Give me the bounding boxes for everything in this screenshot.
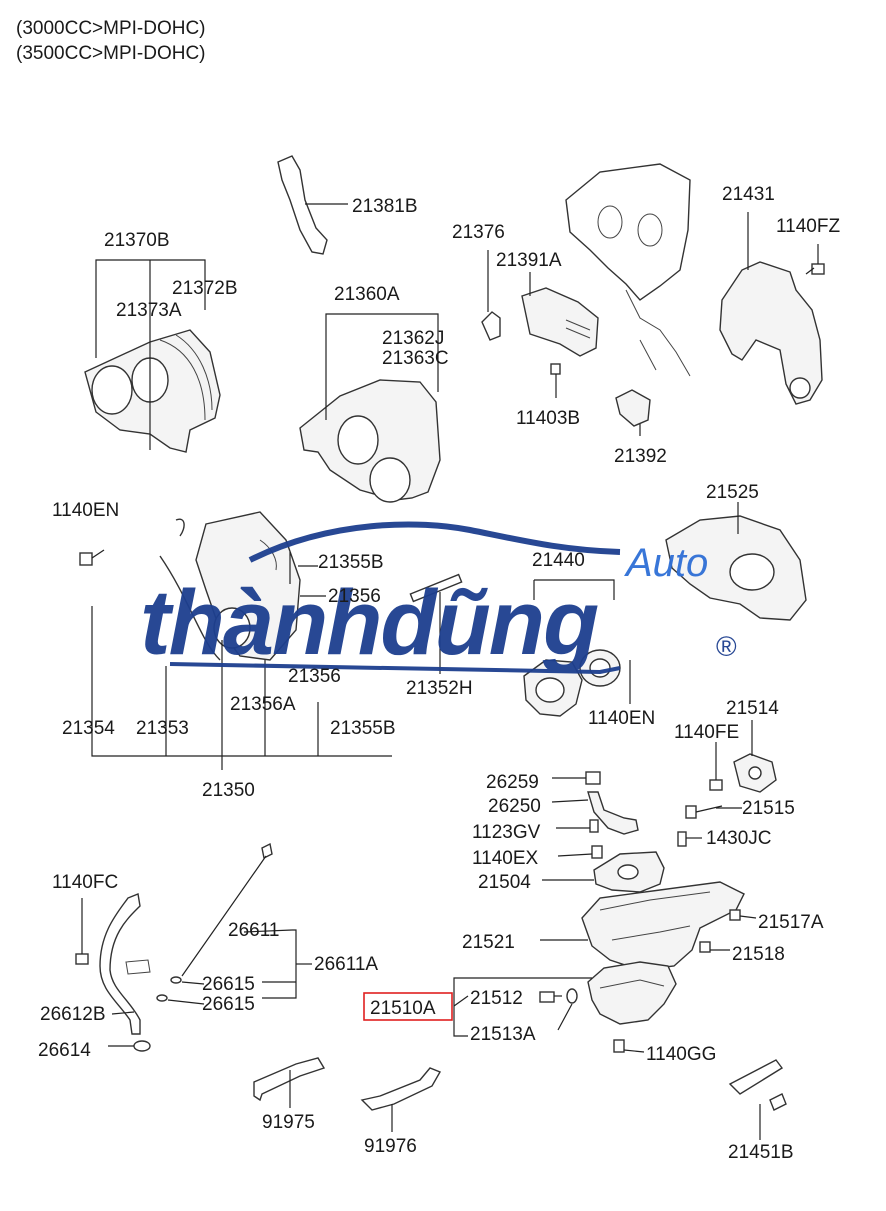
label-21370B[interactable]: 21370B [104, 230, 170, 251]
part-21360A-drawing [299, 313, 441, 503]
part-21525-drawing [665, 502, 807, 621]
part-21431-drawing [719, 212, 825, 405]
label-21514[interactable]: 21514 [726, 698, 779, 719]
part-91975-drawing [253, 1057, 326, 1108]
header-line-1: (3000CC>MPI-DOHC) [16, 18, 206, 39]
highlight-box-21510A [363, 992, 453, 1021]
part-26611-drawing [156, 842, 312, 1005]
label-26615-b[interactable]: 26615 [202, 994, 255, 1015]
part-21451B-drawing [728, 1059, 787, 1140]
label-21372B[interactable]: 21372B [172, 278, 238, 299]
part-21440-drawing [523, 579, 631, 717]
header-line-2: (3500CC>MPI-DOHC) [16, 43, 206, 64]
bolt-21517A-drawing [729, 909, 757, 921]
part-21376-drawing [481, 250, 501, 341]
bolt-1140GG-drawing [613, 1039, 645, 1053]
bolt-1140FE-drawing [709, 742, 723, 791]
label-21355B-top[interactable]: 21355B [318, 552, 384, 573]
bolt-1140FC-drawing [75, 898, 89, 965]
watermark-registered: ® [716, 631, 737, 662]
part-11403B-drawing [550, 363, 561, 398]
part-26250-drawing [551, 771, 639, 835]
label-26259[interactable]: 26259 [486, 772, 539, 793]
label-91975[interactable]: 91975 [262, 1112, 315, 1133]
label-1140FE[interactable]: 1140FE [674, 722, 739, 743]
label-21504[interactable]: 21504 [478, 872, 531, 893]
bolt-21518-drawing [699, 941, 730, 953]
part-21504-drawing [542, 851, 665, 893]
label-26615-a[interactable]: 26615 [202, 974, 255, 995]
label-21354[interactable]: 21354 [62, 718, 115, 739]
label-21356A[interactable]: 21356A [230, 694, 296, 715]
bolt-1140FZ-drawing [805, 244, 825, 275]
label-26611A[interactable]: 26611A [314, 954, 378, 975]
label-26612B[interactable]: 26612B [40, 1004, 106, 1025]
label-21392[interactable]: 21392 [614, 446, 667, 467]
label-21381B[interactable]: 21381B [352, 196, 418, 217]
label-26250[interactable]: 26250 [488, 796, 541, 817]
label-21515[interactable]: 21515 [742, 798, 795, 819]
watermark-logo: thànhdũng Auto ® [140, 521, 737, 675]
part-21521-drawing [540, 881, 757, 971]
label-1140FC[interactable]: 1140FC [52, 872, 118, 893]
label-1140EN-left[interactable]: 1140EN [52, 500, 119, 521]
label-21376[interactable]: 21376 [452, 222, 505, 243]
watermark-underline [169, 662, 621, 675]
label-21356-top[interactable]: 21356 [328, 586, 381, 607]
label-21512[interactable]: 21512 [470, 988, 523, 1009]
label-26614[interactable]: 26614 [38, 1040, 91, 1061]
part-21370B-drawing [84, 259, 221, 453]
drain-plug-21512-drawing [539, 991, 562, 1003]
part-91976-drawing [360, 1067, 442, 1132]
label-21431[interactable]: 21431 [722, 184, 775, 205]
gasket-21513A-drawing [557, 988, 578, 1031]
label-21353[interactable]: 21353 [136, 718, 189, 739]
bolt-1140EX-drawing [557, 845, 603, 859]
part-21510A-drawing [453, 961, 677, 1053]
label-1430JC[interactable]: 1430JC [706, 828, 772, 849]
part-21514-drawing [709, 720, 777, 793]
part-21392-drawing [615, 389, 651, 436]
label-1140EX[interactable]: 1140EX [472, 848, 539, 869]
bolt-1140EN-left-drawing [79, 549, 105, 566]
label-21517A[interactable]: 21517A [758, 912, 824, 933]
watermark-brand: thànhdũng [140, 572, 598, 674]
watermark-car-swoosh [248, 521, 621, 563]
label-21440[interactable]: 21440 [532, 550, 585, 571]
part-21381B-drawing [277, 155, 348, 255]
label-1140FZ[interactable]: 1140FZ [776, 216, 840, 237]
label-21513A[interactable]: 21513A [470, 1024, 536, 1045]
label-21360A[interactable]: 21360A [334, 284, 400, 305]
part-26612B-drawing [75, 893, 151, 1052]
label-26611[interactable]: 26611 [228, 920, 279, 941]
label-1140GG[interactable]: 1140GG [646, 1044, 716, 1065]
label-21391A[interactable]: 21391A [496, 250, 562, 271]
label-21518[interactable]: 21518 [732, 944, 785, 965]
pin-1430JC-drawing [677, 831, 702, 847]
label-21525[interactable]: 21525 [706, 482, 759, 503]
label-21350[interactable]: 21350 [202, 780, 255, 801]
label-1140EN-right[interactable]: 1140EN [588, 708, 655, 729]
engine-block-drawing [565, 163, 691, 377]
label-21356-mid[interactable]: 21356 [288, 666, 341, 687]
label-91976[interactable]: 91976 [364, 1136, 417, 1157]
part-21391A-drawing [521, 272, 599, 357]
label-21521[interactable]: 21521 [462, 932, 515, 953]
label-1123GV[interactable]: 1123GV [472, 822, 541, 843]
label-21355B-bottom[interactable]: 21355B [330, 718, 396, 739]
label-21373A[interactable]: 21373A [116, 300, 182, 321]
bolt-21515-drawing [685, 805, 742, 819]
label-21362J[interactable]: 21362J [382, 328, 444, 349]
label-11403B[interactable]: 11403B [516, 408, 580, 429]
label-21510A[interactable]: 21510A [370, 998, 436, 1019]
label-21352H[interactable]: 21352H [406, 678, 473, 699]
label-21363C[interactable]: 21363C [382, 348, 449, 369]
label-21451B[interactable]: 21451B [728, 1142, 794, 1163]
watermark-sub: Auto [624, 541, 708, 585]
